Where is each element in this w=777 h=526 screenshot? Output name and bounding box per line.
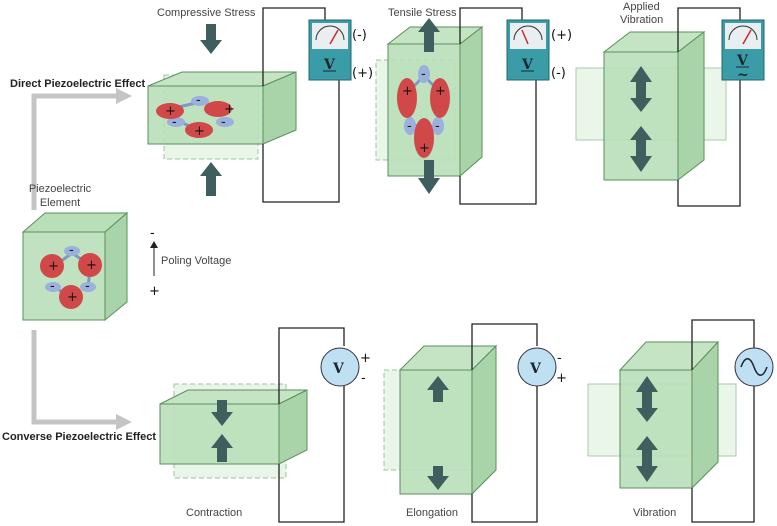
svg-text:V: V xyxy=(529,361,542,377)
svg-text:-: - xyxy=(50,279,55,294)
contraction-wire xyxy=(278,327,345,523)
sine-wave-icon xyxy=(740,358,768,376)
converse-effect-label: Converse Piezoelectric Effect xyxy=(2,431,156,443)
svg-text:+: + xyxy=(224,102,235,117)
compressive-stress-label: Compressive Stress xyxy=(157,7,256,19)
svg-text:-: - xyxy=(85,279,90,294)
compressive-cube: + + + - - - xyxy=(147,71,297,160)
svg-text:+: + xyxy=(402,84,413,99)
svg-text:+: + xyxy=(194,124,205,139)
piezo-element-cube: + + + - - - xyxy=(21,211,129,322)
contraction-label: Contraction xyxy=(186,507,242,519)
svg-text:V: V xyxy=(332,361,345,377)
compressive-plus: (+) xyxy=(352,66,373,81)
poling-indicator: - + Poling Voltage xyxy=(149,226,231,299)
vibration-wire-bottom xyxy=(691,319,755,523)
flow-arrow-converse xyxy=(31,330,132,430)
svg-text:-: - xyxy=(221,115,226,130)
vibration-tilde: ~ xyxy=(737,67,749,83)
tensile-minus: (-) xyxy=(551,66,566,81)
svg-text:+: + xyxy=(165,104,176,119)
elongation-minus: - xyxy=(557,351,562,366)
compressive-minus: (-) xyxy=(352,28,367,43)
elongation-label: Elongation xyxy=(406,507,458,519)
svg-text:+: + xyxy=(86,258,97,273)
tensile-wire xyxy=(459,7,537,205)
compress-arrow-up xyxy=(200,162,222,196)
svg-text:-: - xyxy=(435,119,440,134)
tensile-cube: + + + - - - xyxy=(375,25,484,178)
vibration-wire-top xyxy=(677,7,741,207)
contraction-plus: + xyxy=(360,351,371,366)
contraction-cube xyxy=(159,383,308,479)
elongation-plus: + xyxy=(556,371,567,386)
molecule-charges: + + + - - - xyxy=(40,243,102,309)
svg-text:V: V xyxy=(521,57,534,73)
svg-text:+: + xyxy=(419,141,430,156)
vibration-cube-bottom xyxy=(587,340,737,490)
compressive-wire xyxy=(262,7,340,203)
svg-text:-: - xyxy=(407,119,412,134)
tensile-arrow-down xyxy=(418,160,440,194)
elongation-wire xyxy=(471,323,538,523)
svg-text:-: - xyxy=(421,67,426,82)
ac-source xyxy=(734,347,774,387)
elongation-cube xyxy=(383,344,498,496)
elongation-voltage-source: V - + xyxy=(517,347,567,387)
svg-text:-: - xyxy=(69,243,74,258)
svg-text:-: - xyxy=(196,93,201,108)
svg-text:V: V xyxy=(323,57,336,73)
contraction-voltage-source: V + - xyxy=(320,347,371,387)
flow-arrow-direct xyxy=(31,88,132,210)
compress-arrow-down xyxy=(200,24,222,54)
svg-text:V: V xyxy=(736,53,749,69)
vibration-voltmeter: V ~ xyxy=(721,19,765,83)
tensile-arrow-up xyxy=(418,18,440,52)
applied-vibration-label-1: Applied xyxy=(623,1,660,13)
tensile-stress-label: Tensile Stress xyxy=(388,7,457,19)
tensile-plus: (+) xyxy=(551,28,572,43)
poling-plus: + xyxy=(149,284,160,299)
svg-text:+: + xyxy=(67,290,78,305)
tensile-voltmeter: V (+) (-) xyxy=(506,19,572,81)
poling-label: Poling Voltage xyxy=(161,255,231,267)
contraction-minus: - xyxy=(361,371,366,386)
element-label-2: Element xyxy=(40,197,80,209)
applied-vibration-label-2: Vibration xyxy=(620,14,663,26)
element-label-1: Piezoelectric xyxy=(29,183,92,195)
vibration-cube-top xyxy=(575,30,727,182)
svg-text:-: - xyxy=(172,115,177,130)
compressive-voltmeter: V (-) (+) xyxy=(308,19,373,81)
svg-text:+: + xyxy=(435,84,446,99)
direct-effect-label: Direct Piezoelectric Effect xyxy=(10,78,145,90)
poling-minus: - xyxy=(150,226,155,241)
vibration-label: Vibration xyxy=(633,507,676,519)
svg-text:+: + xyxy=(48,259,59,274)
